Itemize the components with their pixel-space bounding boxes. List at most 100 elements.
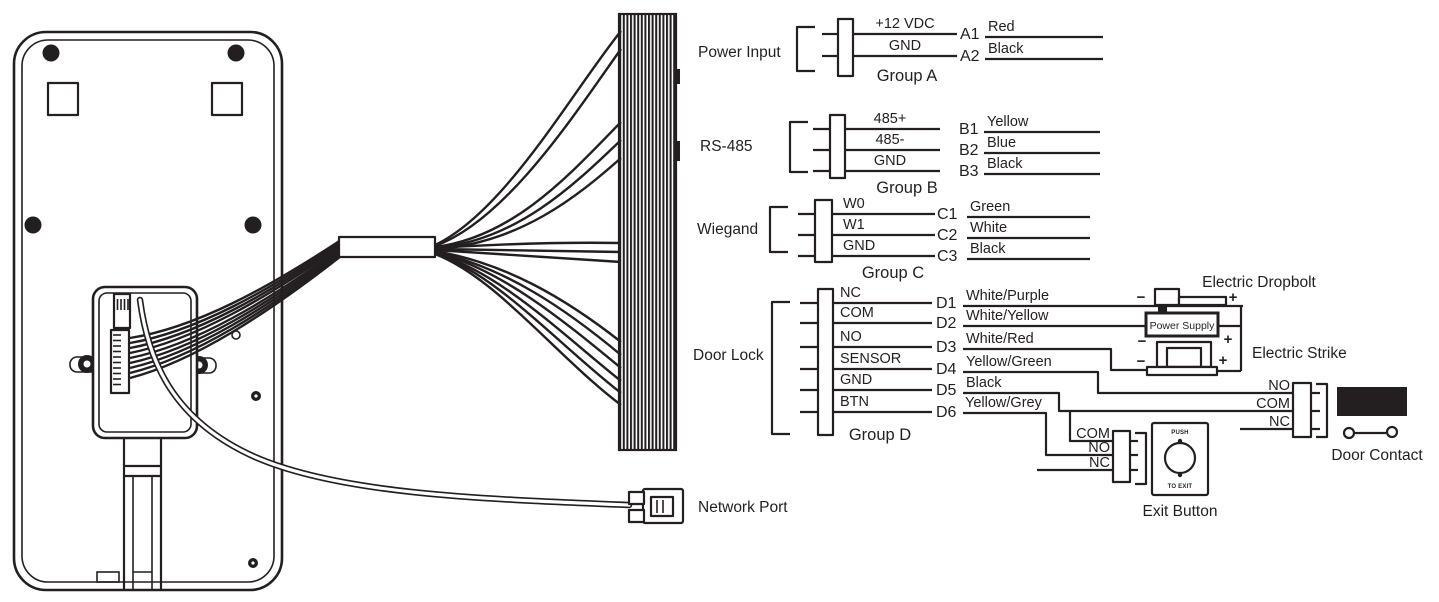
door-contact-magnet: [1337, 387, 1407, 416]
power-supply-box: [1144, 311, 1220, 338]
wire-color-label: Black: [987, 156, 1023, 172]
door-contact-connector: [1291, 381, 1313, 439]
terminal-code: D2: [936, 315, 957, 332]
wire: [434, 241, 622, 250]
electric-strike-icon: [1145, 340, 1219, 377]
pin-name: GND: [843, 238, 875, 254]
exit-plate-top-text: PUSH: [1171, 430, 1188, 436]
terminal-code: A1: [960, 26, 980, 43]
pin-name: BTN: [840, 394, 869, 410]
screw: [24, 216, 42, 234]
rj45-connector-icon: [627, 487, 685, 525]
minus-sign: −: [1137, 353, 1146, 370]
pin-name: 485-: [875, 132, 904, 148]
bundle-nub: [675, 141, 680, 161]
terminal-code: D4: [936, 361, 957, 378]
power-supply-label: Power Supply: [1150, 320, 1216, 332]
pin-name: NO: [840, 329, 862, 345]
door-contact-label: Door Contact: [1331, 447, 1423, 464]
wire: [129, 255, 342, 380]
wire: [129, 238, 342, 340]
wire: [434, 248, 622, 264]
wire-color-label: White/Purple: [966, 288, 1049, 304]
wire: [434, 48, 622, 248]
group-a-label: Power Input: [698, 44, 781, 61]
pin-name: COM: [840, 305, 874, 321]
small-screw-center: [254, 394, 258, 398]
wire: [129, 245, 342, 355]
group-c-connector-box: [813, 198, 834, 264]
group-d-label: Door Lock: [693, 347, 764, 364]
exit-button-pin: COM: [1076, 426, 1110, 442]
pin-name: W0: [843, 196, 865, 212]
group-a-name: Group A: [877, 67, 938, 85]
electric-strike-label: Electric Strike: [1252, 345, 1347, 362]
terminal-code: B1: [959, 121, 979, 138]
group-b-bracket: [788, 120, 808, 174]
terminal-code: B2: [959, 142, 979, 159]
wire-color-label: Black: [988, 41, 1024, 57]
wire: [434, 250, 622, 356]
terminal-code: D3: [936, 339, 957, 356]
cable-bundle: [617, 12, 680, 452]
door-contact-icon: [1342, 425, 1399, 440]
group-d-section: Door Lock NC COM NO SENSOR GND BTN Group…: [693, 285, 1293, 457]
door-contact-pin: COM: [1256, 396, 1290, 412]
wire: [434, 249, 622, 343]
group-a-connector-box: [836, 17, 855, 78]
plate-screw: [1177, 472, 1183, 478]
terminal-code: D1: [936, 295, 957, 312]
exit-button-pin: NC: [1089, 455, 1110, 471]
group-c-section: Wiegand W0 W1 GND Group C C1 C2 C3 Green…: [697, 196, 1090, 282]
device-rear-view: [12, 30, 284, 592]
wire: [434, 251, 622, 382]
group-d-connector-box: [816, 287, 835, 437]
wire: [129, 243, 342, 350]
bundle-nub: [675, 69, 680, 84]
group-c-bracket: [768, 205, 788, 254]
wire: [434, 30, 622, 247]
wire: [434, 247, 622, 254]
terminal-code: A2: [960, 48, 980, 65]
group-c-label: Wiegand: [697, 221, 758, 238]
pin-name: NC: [840, 285, 861, 301]
wire-color-label: Green: [970, 199, 1010, 215]
plus-sign: +: [1224, 331, 1233, 348]
group-a-bracket: [795, 25, 815, 73]
screw: [244, 216, 262, 234]
wire-color-label: Blue: [987, 135, 1016, 151]
group-a-section: Power Input +12 VDC GND Group A A1 A2 Re…: [698, 16, 1103, 85]
wire-color-label: Yellow/Grey: [965, 395, 1043, 411]
wire-color-label: Yellow/Green: [966, 354, 1052, 370]
pin-name: 485+: [874, 111, 907, 127]
cable-compartment: [91, 285, 199, 440]
exit-button-pin: NO: [1088, 440, 1110, 456]
door-contact-section: NO COM NC Door Contact: [1240, 378, 1423, 464]
wire-fan: [434, 30, 622, 406]
pin-name: GND: [840, 372, 872, 388]
terminal-code: C3: [937, 248, 958, 265]
wire: [434, 139, 622, 250]
mount-square-hole: [46, 81, 80, 117]
cable-channel: [122, 438, 163, 589]
group-b-section: RS-485 485+ 485- GND Group B B1 B2 B3 Ye…: [700, 111, 1100, 197]
wire: [434, 251, 622, 394]
terminal-code: C1: [937, 206, 958, 223]
exit-button-connector: [1111, 429, 1132, 484]
pin-name: +12 VDC: [875, 16, 934, 32]
pin-name: W1: [843, 217, 865, 233]
plus-sign: +: [1219, 352, 1228, 369]
network-port-label: Network Port: [698, 499, 788, 516]
exit-button-bracket: [1135, 431, 1148, 486]
electric-dropbolt-icon: [1153, 287, 1228, 314]
group-b-connector-box: [828, 113, 847, 180]
group-d-bracket: [770, 300, 790, 436]
exit-plate-bottom-text: TO EXIT: [1168, 484, 1193, 490]
exit-button-section: COM NO NC PUSH TO EXIT Exit Button: [1037, 421, 1217, 520]
group-c-name: Group C: [862, 264, 924, 282]
network-cable: [136, 296, 633, 509]
wire-color-label: Red: [988, 19, 1015, 35]
wire-color-label: Black: [966, 375, 1002, 391]
pin-connector-strip: [109, 328, 131, 395]
